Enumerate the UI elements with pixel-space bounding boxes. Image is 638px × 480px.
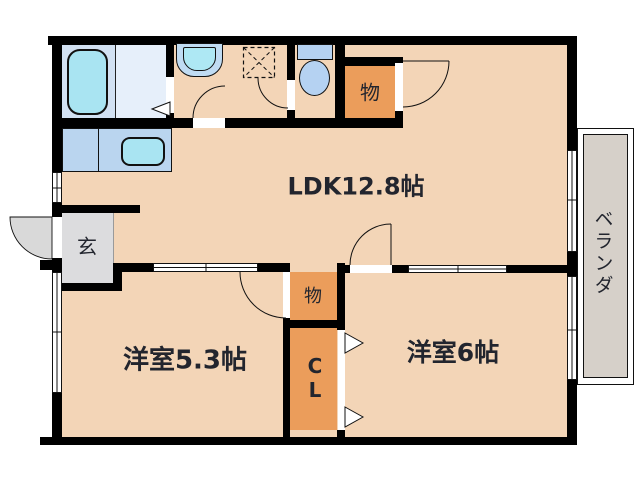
wall-left-upper <box>52 36 62 172</box>
wall-closet-right-b <box>337 430 345 437</box>
label-closet-l: L <box>308 378 322 402</box>
wc-door-opening <box>287 80 295 110</box>
sliding-door-ldk-room53 <box>153 263 258 272</box>
wall-wetblock-bottom-b <box>225 118 403 128</box>
sliding-door-ldk-room6 <box>408 265 507 273</box>
bath-folding-door-opening <box>166 77 174 113</box>
vanity-bowl <box>183 47 216 71</box>
washroom-door-opening <box>193 118 225 128</box>
entrance-step-line <box>113 213 114 263</box>
wall-room6-top-b <box>392 265 408 273</box>
window-left-ldk <box>52 172 62 203</box>
wall-entrance-bottom <box>62 283 122 291</box>
wall-wetblock-bottom-a <box>62 118 193 128</box>
label-storage-top: 物 <box>360 80 380 105</box>
veranda-deck <box>583 134 628 378</box>
kitchen-sink <box>121 137 165 166</box>
wall-room53-top-b <box>258 263 290 272</box>
storage-top-area <box>345 66 395 118</box>
wall-storage-top-stub-a <box>395 57 403 63</box>
wall-washroom-wc-b <box>287 110 295 118</box>
wall-above-storage-top <box>345 57 403 66</box>
wall-right-lower <box>567 380 577 437</box>
window-room6-veranda <box>567 276 577 380</box>
wall-left-mid1 <box>52 203 62 217</box>
room6-door-opening <box>350 265 392 273</box>
wall-right-mid <box>567 252 577 276</box>
wall-entrance-right <box>113 263 122 291</box>
entrance-door-opening <box>52 217 62 258</box>
wall-column-left <box>283 318 290 437</box>
label-room6: 洋室6帖 <box>406 338 500 367</box>
window-left-room53 <box>52 272 62 393</box>
entrance-area <box>62 213 113 283</box>
label-closet-c: C <box>307 354 323 378</box>
storage-top-door-opening <box>395 63 403 111</box>
wall-left-mid2 <box>52 258 62 272</box>
wall-left-nub-entrance <box>40 260 52 270</box>
toilet-bowl <box>299 60 330 96</box>
closet-folding-opening <box>338 330 345 430</box>
storage-mid-door-opening <box>283 272 290 318</box>
storage-mid-area <box>290 272 337 320</box>
wall-room53-top-a <box>122 263 153 272</box>
label-storage-mid: 物 <box>304 286 322 307</box>
wall-top <box>48 36 577 45</box>
wall-left-lower <box>52 393 62 437</box>
toilet-tank <box>297 44 333 60</box>
label-entrance: 玄 <box>77 234 97 259</box>
bathtub <box>67 49 108 115</box>
wall-right-upper <box>567 36 577 150</box>
label-veranda: ベランダ <box>591 209 614 297</box>
label-ldk: LDK12.8帖 <box>287 172 425 201</box>
wall-left-nub-bottom <box>40 437 52 445</box>
window-ldk-veranda <box>567 150 577 252</box>
wall-bottom <box>48 437 577 445</box>
wall-washroom-wc-a <box>287 45 295 80</box>
label-room53: 洋室5.3帖 <box>122 345 248 376</box>
bathroom-washing-area <box>115 45 167 118</box>
label-closet: C L <box>308 354 323 402</box>
kitchen-counter-divider <box>98 128 99 172</box>
bathroom-divider-line <box>115 45 116 118</box>
wall-room6-top-a <box>345 265 350 273</box>
wall-storage-top-stub-b <box>395 111 403 118</box>
wall-storage-closet-divider <box>283 320 345 328</box>
entrance-door-swing <box>9 216 53 260</box>
wall-entrance-top <box>62 205 140 213</box>
wall-room6-top-c <box>507 265 567 273</box>
wall-bath-washroom-a <box>166 45 174 77</box>
wall-closet-right-a <box>337 263 345 330</box>
closet-area <box>290 328 337 430</box>
wall-wc-right <box>335 45 345 118</box>
